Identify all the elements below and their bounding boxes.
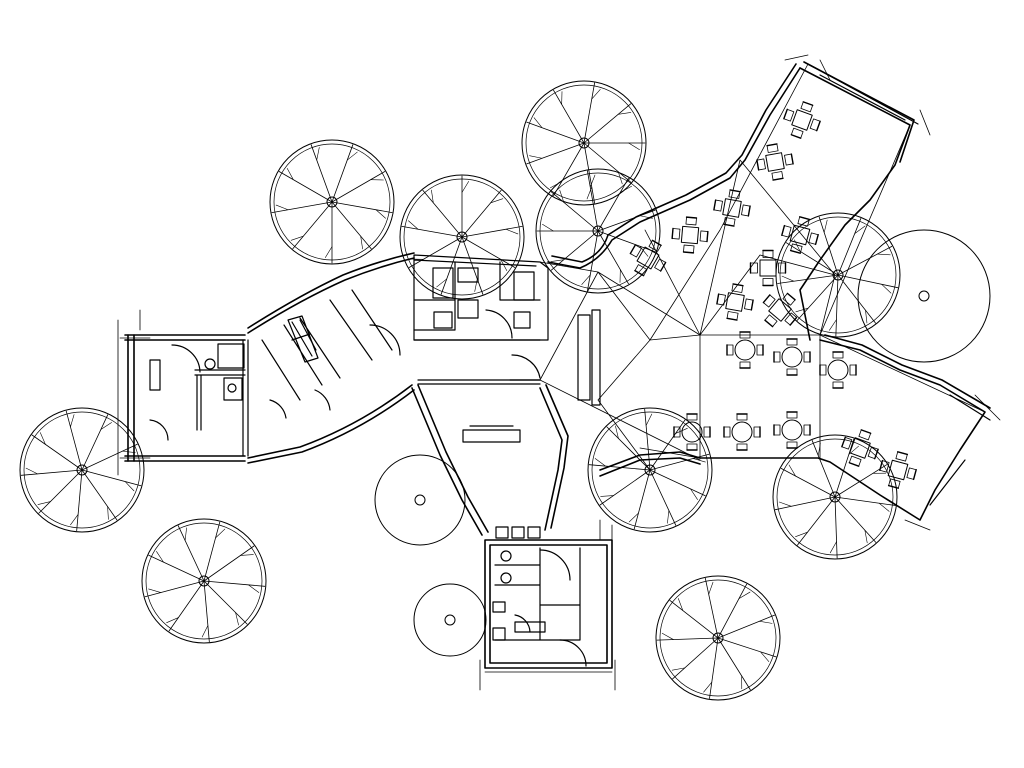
central-fixtures (432, 267, 535, 329)
west-toilet-2 (227, 383, 237, 393)
tree (655, 575, 781, 701)
south-door-swings (514, 549, 587, 667)
round-table-set (673, 413, 711, 451)
tree (587, 407, 713, 533)
square-table-set (762, 292, 798, 328)
corridor-north-wall (247, 252, 415, 334)
corridor-south-wall (247, 384, 415, 464)
west-room-wall-right (242, 339, 249, 457)
hall-outline-east (539, 384, 569, 531)
round-table-set (773, 338, 811, 376)
square-table-set (841, 429, 879, 467)
central-block-outline (413, 254, 549, 341)
tree (19, 407, 145, 533)
extension-lines (117, 54, 1001, 691)
west-room-wall-top (124, 334, 246, 341)
square-table-set (749, 249, 787, 287)
dining-north-wall (547, 63, 801, 269)
tree (399, 174, 525, 300)
tree (374, 454, 466, 546)
west-toilet (204, 358, 216, 370)
west-room-wall-bottom (124, 455, 246, 462)
central-door-swings (485, 309, 541, 381)
tree (269, 139, 395, 265)
tree (141, 518, 267, 644)
west-room-wall-left (127, 334, 135, 462)
dining-bench-upper (807, 63, 919, 125)
round-table-set (773, 411, 811, 449)
square-table-set (716, 283, 754, 321)
hall-counter (577, 309, 601, 406)
west-room-partition (194, 369, 246, 431)
square-table-set (783, 101, 821, 139)
square-table-set (879, 451, 917, 489)
south-top-fixtures (495, 526, 541, 539)
tree (521, 80, 647, 206)
corridor-inner-rooms (261, 289, 393, 401)
square-table-set (781, 216, 819, 254)
hall-top-wall (417, 379, 541, 385)
corridor-hatch (291, 319, 317, 357)
building-walls (117, 54, 1001, 691)
south-toilet-1 (500, 550, 512, 562)
square-table-set (671, 216, 709, 254)
square-table-set (713, 189, 751, 227)
tree (413, 583, 487, 657)
square-table-set (629, 239, 667, 277)
south-sinks (492, 601, 546, 641)
tree (775, 212, 901, 338)
roof-grid (539, 63, 986, 471)
west-room-door-swing (149, 344, 201, 441)
dining-east-wing (699, 334, 991, 521)
dining-furniture (629, 101, 917, 489)
south-block-partitions (494, 547, 581, 641)
hall-outline-west (411, 384, 489, 536)
round-table-set (819, 351, 857, 389)
south-block-outline (484, 539, 613, 669)
tree (772, 434, 898, 560)
round-table-set (723, 413, 761, 451)
corridor-door-swings (269, 324, 401, 419)
tree (857, 229, 991, 363)
west-room-fixtures (149, 343, 245, 401)
square-table-set (756, 143, 794, 181)
south-toilet-2 (500, 572, 512, 584)
round-table-set (726, 331, 764, 369)
hall-bench (462, 425, 521, 443)
